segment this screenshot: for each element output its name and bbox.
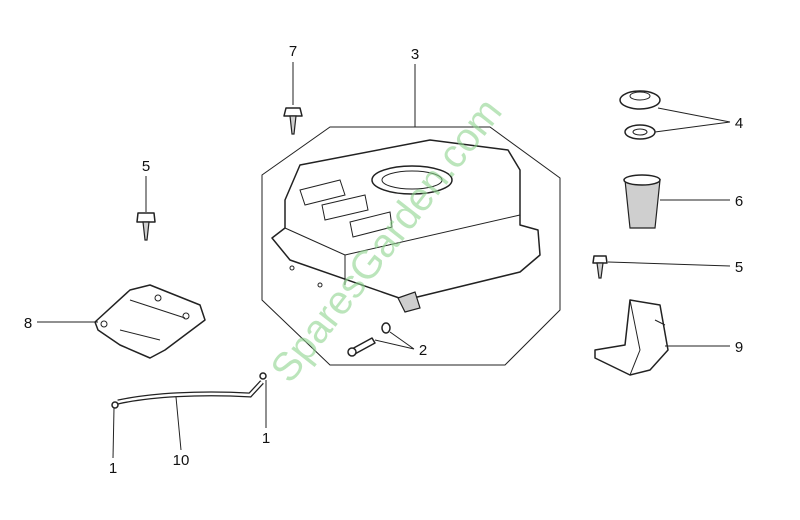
callout-5-right: 5 [735, 259, 743, 276]
fuel-tank [271, 139, 541, 313]
drain-bolt [347, 322, 391, 357]
tank-assembly-outline [261, 126, 561, 366]
leader-lines [37, 62, 731, 459]
callout-1-right: 1 [262, 430, 270, 447]
callout-9: 9 [735, 339, 743, 356]
fuel-cap [619, 90, 661, 140]
mounting-plate [94, 284, 206, 359]
bolt-5-left [136, 212, 156, 241]
fuel-filter [623, 174, 661, 229]
tank-bracket [594, 299, 669, 376]
callout-8: 8 [24, 315, 32, 332]
callout-6: 6 [735, 193, 743, 210]
fuel-hose [111, 372, 267, 409]
callout-3: 3 [411, 46, 419, 63]
callout-4: 4 [735, 115, 743, 132]
callout-2: 2 [419, 342, 427, 359]
screw-7 [283, 107, 303, 135]
bolt-5-right [592, 255, 608, 279]
callout-1-left: 1 [109, 460, 117, 477]
callout-7: 7 [289, 43, 297, 60]
callout-10: 10 [173, 452, 190, 469]
callout-5-left: 5 [142, 158, 150, 175]
